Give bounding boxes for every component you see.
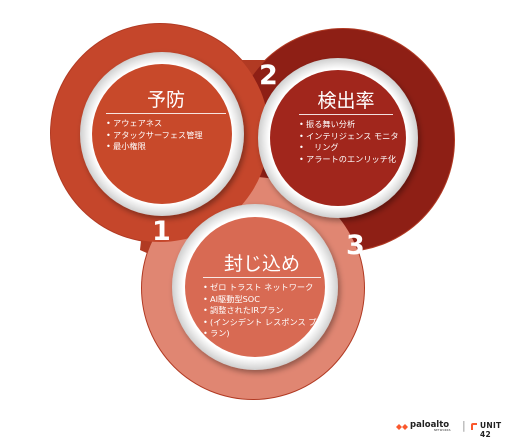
footer-logos: paloalto NETWORKS | UNIT 42 <box>396 419 508 439</box>
list-item: アラートのエンリッチ化 <box>299 154 396 166</box>
item-list: 振る舞い分析 インテリジェンス モニタ リング アラートのエンリッチ化 <box>299 119 399 166</box>
title-divider <box>203 277 321 278</box>
section-title: 予防 <box>146 89 185 111</box>
list-item: 振る舞い分析 <box>299 119 393 131</box>
list-item: アウェアネス <box>106 118 226 130</box>
section-title: 封じ込め <box>223 253 300 275</box>
title-divider <box>299 114 393 115</box>
list-item: リング <box>299 142 393 154</box>
item-list: アウェアネス アタックサーフェス管理 最小権限 <box>106 118 226 153</box>
paloalto-logo-icon <box>396 424 408 430</box>
section-prevention: 予防 アウェアネス アタックサーフェス管理 最小権限 <box>106 88 226 153</box>
unit42-logo-text: UNIT 42 <box>480 421 502 439</box>
section-containment: 封じ込め ゼロ トラスト ネットワーク AI駆動型SOC 調整されたIRプラン … <box>203 252 321 340</box>
step-number-1: 1 <box>152 216 171 247</box>
step-number-3: 3 <box>346 230 365 261</box>
list-item: アタックサーフェス管理 <box>106 130 226 142</box>
section-title: 検出率 <box>317 90 375 112</box>
list-item: 最小権限 <box>106 141 226 153</box>
list-item: AI駆動型SOC <box>203 294 321 306</box>
logo-separator: | <box>462 419 466 432</box>
list-item: インテリジェンス モニタ <box>299 131 399 143</box>
paloalto-logo-text: paloalto <box>410 420 450 430</box>
list-item: ラン) <box>203 328 321 340</box>
item-list: ゼロ トラスト ネットワーク AI駆動型SOC 調整されたIRプラン (インシデ… <box>203 282 321 340</box>
unit42-logo-icon <box>471 423 477 430</box>
list-item: (インシデント レスポンス プ <box>203 317 321 329</box>
paloalto-logo-subtext: NETWORKS <box>434 429 451 432</box>
title-divider <box>106 113 226 114</box>
list-item: ゼロ トラスト ネットワーク <box>203 282 321 294</box>
step-number-2: 2 <box>259 60 278 91</box>
section-detection: 検出率 振る舞い分析 インテリジェンス モニタ リング アラートのエンリッチ化 <box>299 89 399 166</box>
list-item: 調整されたIRプラン <box>203 305 321 317</box>
